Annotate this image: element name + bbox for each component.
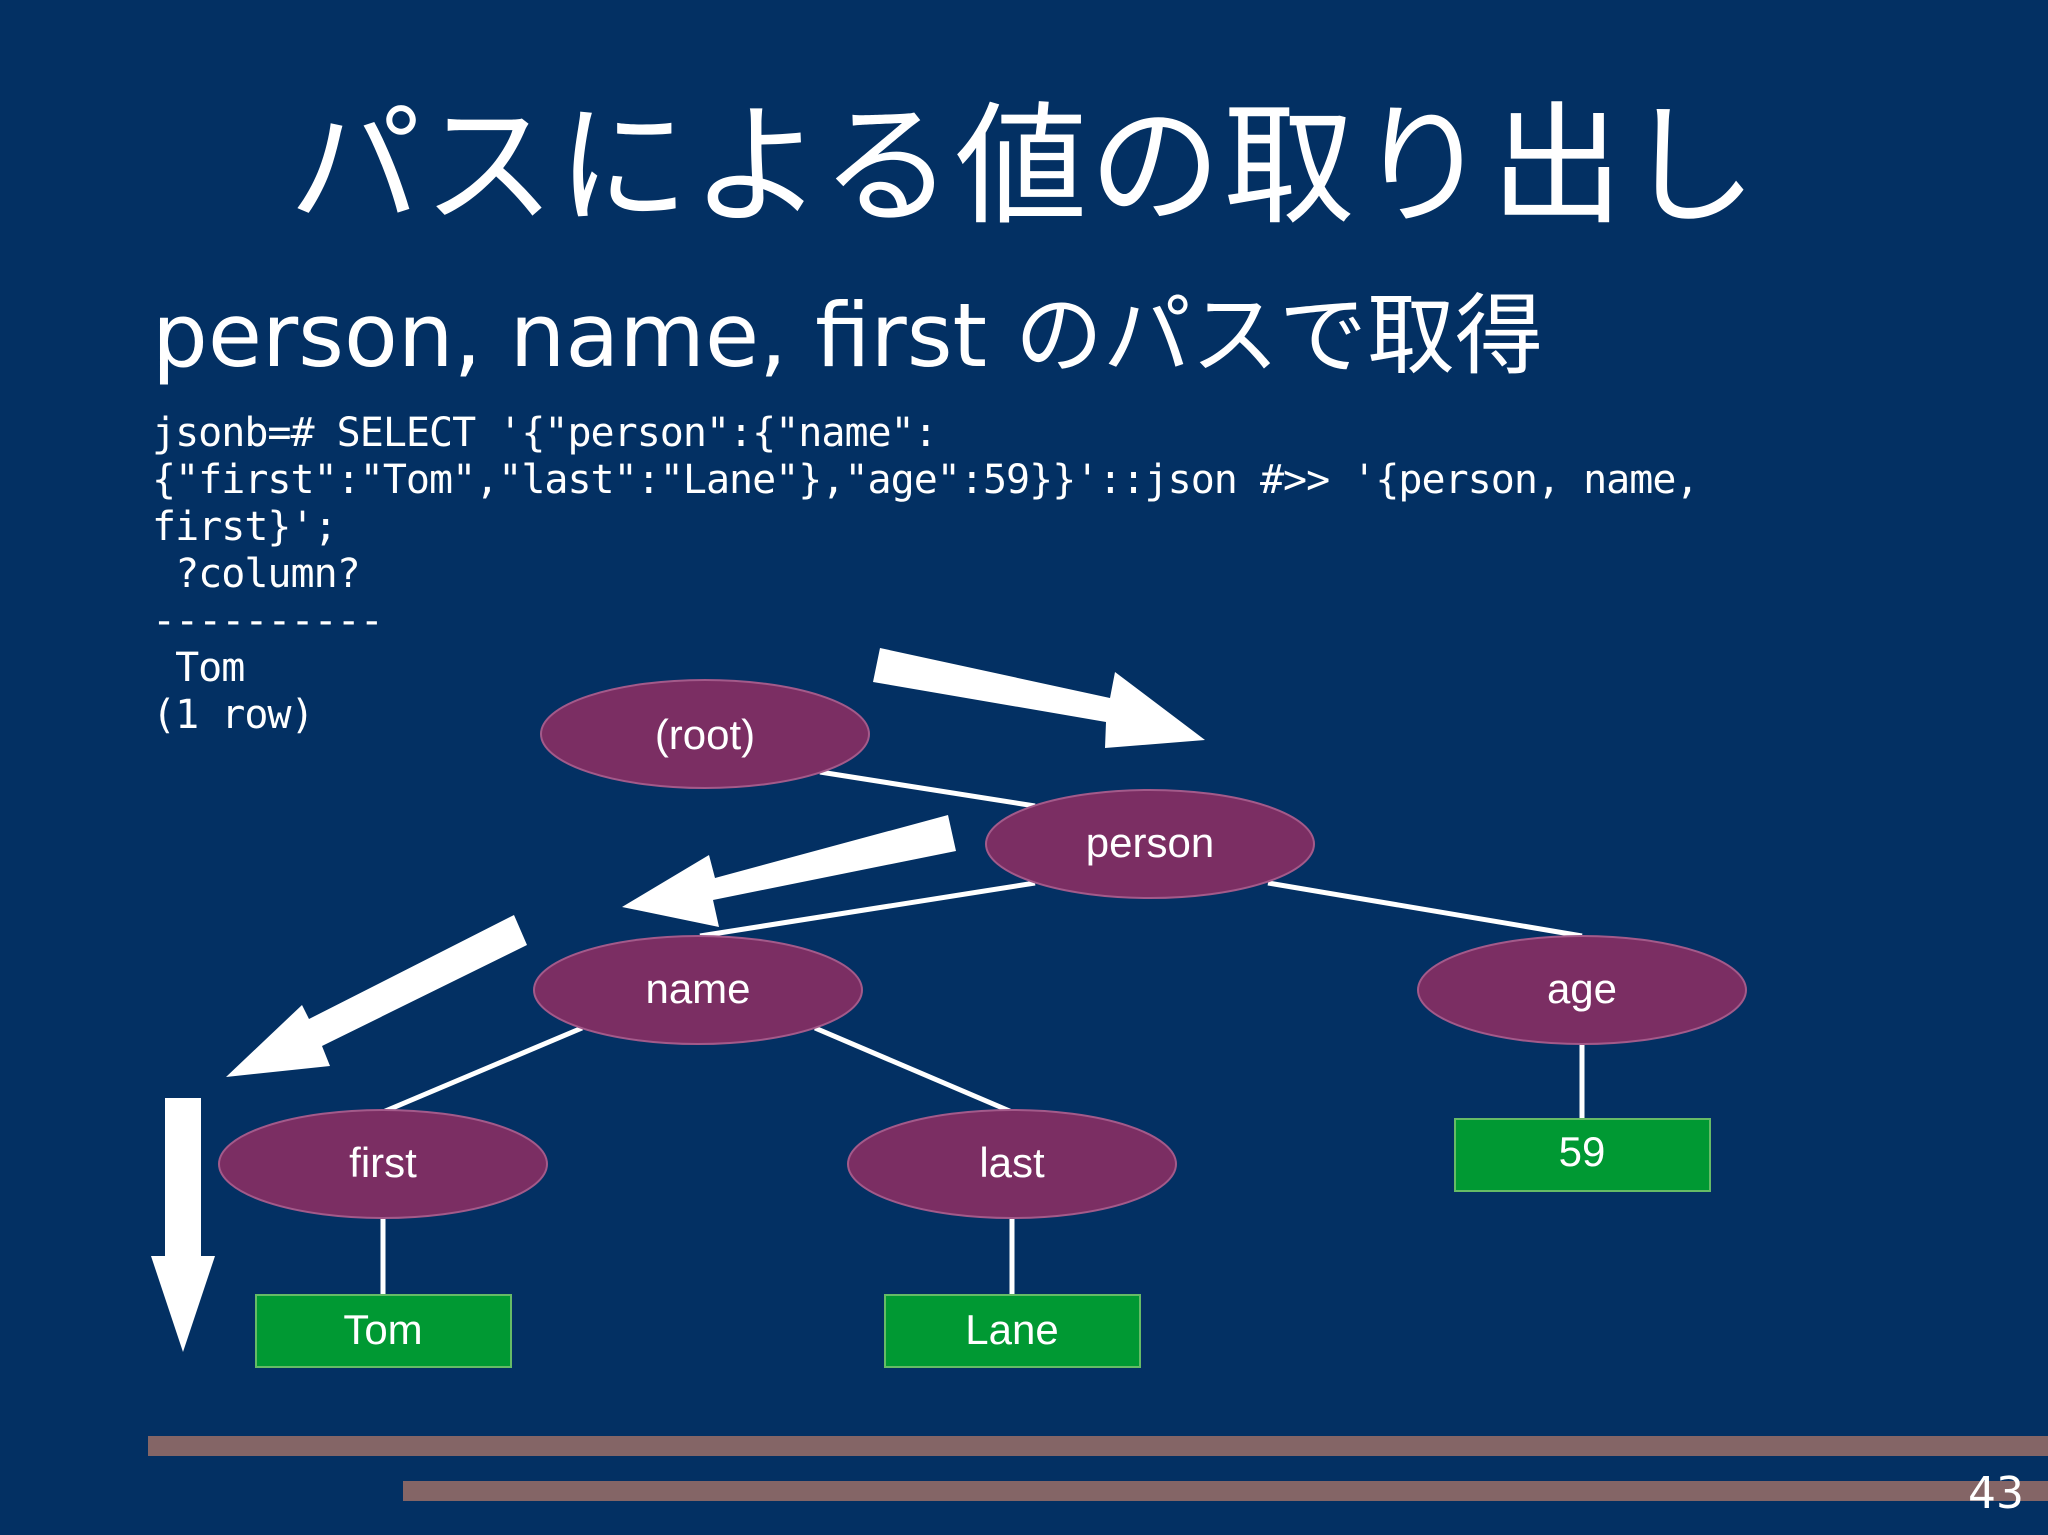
node-root-label: (root) xyxy=(655,711,755,758)
code-line: ?column? xyxy=(152,551,361,597)
code-line: jsonb=# SELECT '{"person":{"name": xyxy=(152,410,938,456)
node-name-label: name xyxy=(645,965,750,1012)
path-arrows xyxy=(151,648,1205,1352)
code-line: (1 row) xyxy=(152,692,315,738)
node-age xyxy=(1417,935,1747,1045)
arrow-to-name xyxy=(622,815,956,927)
edge-person-age xyxy=(1267,880,1583,939)
tree-values: Tom Lane 59 xyxy=(255,1118,1711,1368)
node-first xyxy=(218,1109,548,1219)
arrow-to-value xyxy=(151,1098,215,1352)
code-line: ---------- xyxy=(152,598,384,644)
value-59-label: 59 xyxy=(1559,1128,1606,1175)
value-box-lane xyxy=(884,1294,1141,1368)
node-person-label: person xyxy=(1086,819,1214,866)
footer-bar-bottom xyxy=(403,1481,2048,1501)
node-last-label: last xyxy=(979,1139,1045,1186)
node-name xyxy=(533,935,863,1045)
edge-root-person xyxy=(819,769,1036,809)
node-first-label: first xyxy=(349,1139,417,1186)
node-age-label: age xyxy=(1547,965,1617,1012)
edge-name-first xyxy=(382,1025,583,1115)
slide-title: パスによる値の取り出し xyxy=(288,90,1760,244)
code-line: first}'; xyxy=(152,504,338,550)
footer-bar-top xyxy=(148,1436,2048,1456)
arrow-to-person xyxy=(873,648,1205,748)
arrow-to-first xyxy=(226,915,527,1077)
node-person xyxy=(985,789,1315,899)
sql-code-block: jsonb=# SELECT '{"person":{"name":{"firs… xyxy=(152,410,1732,739)
slide-subtitle: person, name, first のパスで取得 xyxy=(152,284,1544,387)
value-box-59 xyxy=(1454,1118,1711,1192)
value-tom-label: Tom xyxy=(343,1306,422,1353)
tree-edges xyxy=(380,769,1585,1295)
page-number: 43 xyxy=(1968,1468,2024,1519)
tree-nodes: (root) person name age first last xyxy=(218,679,1747,1219)
edge-name-last xyxy=(814,1025,1013,1115)
value-lane-label: Lane xyxy=(965,1306,1058,1353)
value-box-tom xyxy=(255,1294,512,1368)
edge-person-name xyxy=(699,880,1036,939)
code-line: Tom xyxy=(152,645,245,691)
node-root xyxy=(540,679,870,789)
node-last xyxy=(847,1109,1177,1219)
code-line: {"first":"Tom","last":"Lane"},"age":59}}… xyxy=(152,457,1700,503)
